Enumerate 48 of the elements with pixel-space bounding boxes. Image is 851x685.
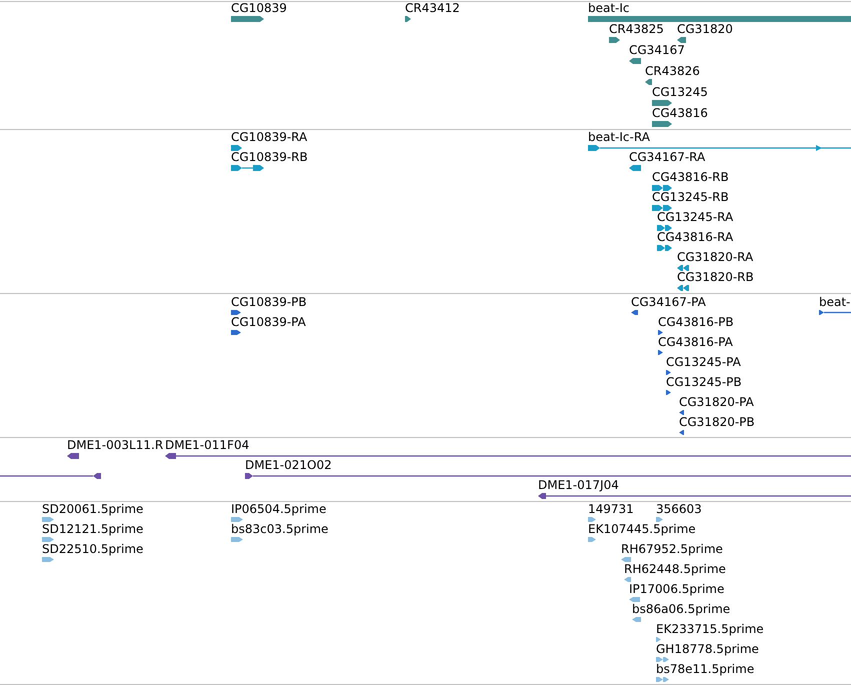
feature-label: DME1-021O02 (245, 458, 332, 472)
feature-label: bs78e11.5prime (656, 662, 754, 676)
feature-label: beat- (819, 295, 850, 309)
feature-label: bs86a06.5prime (632, 602, 730, 616)
feature-label: SD22510.5prime (42, 542, 144, 556)
feature-label: CG31820-RA (677, 250, 754, 264)
feature-label: RH62448.5prime (624, 562, 726, 576)
feature-label: CR43412 (405, 1, 460, 15)
feature-label: CG10839-RA (231, 130, 308, 144)
feature-label: CG34167 (629, 43, 685, 57)
feature-label: CG43816-RA (657, 230, 734, 244)
feature-label: CG13245-PB (666, 375, 742, 389)
feature-label: DME1-003L11.R (67, 438, 164, 452)
feature-label: 356603 (656, 502, 702, 516)
feature-label: DME1-011F04 (165, 438, 250, 452)
feature-label: CG10839-PA (231, 315, 306, 329)
feature-label: CG43816-PA (658, 335, 733, 349)
feature-label: CG13245-RB (652, 190, 729, 204)
feature-label: CG13245-RA (657, 210, 734, 224)
feature-label: SD12121.5prime (42, 522, 144, 536)
feature-label: CR43825 (609, 22, 664, 36)
feature-label: CG31820 (677, 22, 733, 36)
feature-label: GH18778.5prime (656, 642, 759, 656)
feature-label: CG13245 (652, 85, 708, 99)
feature-label: EK233715.5prime (656, 622, 764, 636)
feature-label: CG31820-PB (679, 415, 755, 429)
feature-label: 149731 (588, 502, 634, 516)
feature-label: CG43816-RB (652, 170, 729, 184)
feature-label: CG43816-PB (658, 315, 734, 329)
feature-label: CG31820-RB (677, 270, 754, 284)
feature-label: EK107445.5prime (588, 522, 696, 536)
feature-label: bs83c03.5prime (231, 522, 328, 536)
feature-label: CG43816 (652, 106, 708, 120)
feature-label: beat-Ic (588, 1, 630, 15)
feature-label: IP17006.5prime (629, 582, 724, 596)
feature-label: CR43826 (645, 64, 700, 78)
feature-label: CG10839-RB (231, 150, 308, 164)
feature-label: CG31820-PA (679, 395, 754, 409)
feature-label: beat-Ic-RA (588, 130, 650, 144)
feature-label: CG34167-PA (631, 295, 706, 309)
feature-label: DME1-017J04 (538, 478, 619, 492)
feature-label: IP06504.5prime (231, 502, 326, 516)
feature-label: CG34167-RA (629, 150, 706, 164)
feature-label: SD20061.5prime (42, 502, 144, 516)
feature-label: RH67952.5prime (621, 542, 723, 556)
feature-label: CG10839 (231, 1, 287, 15)
feature-label: CG13245-PA (666, 355, 741, 369)
feature-label: CG10839-PB (231, 295, 307, 309)
